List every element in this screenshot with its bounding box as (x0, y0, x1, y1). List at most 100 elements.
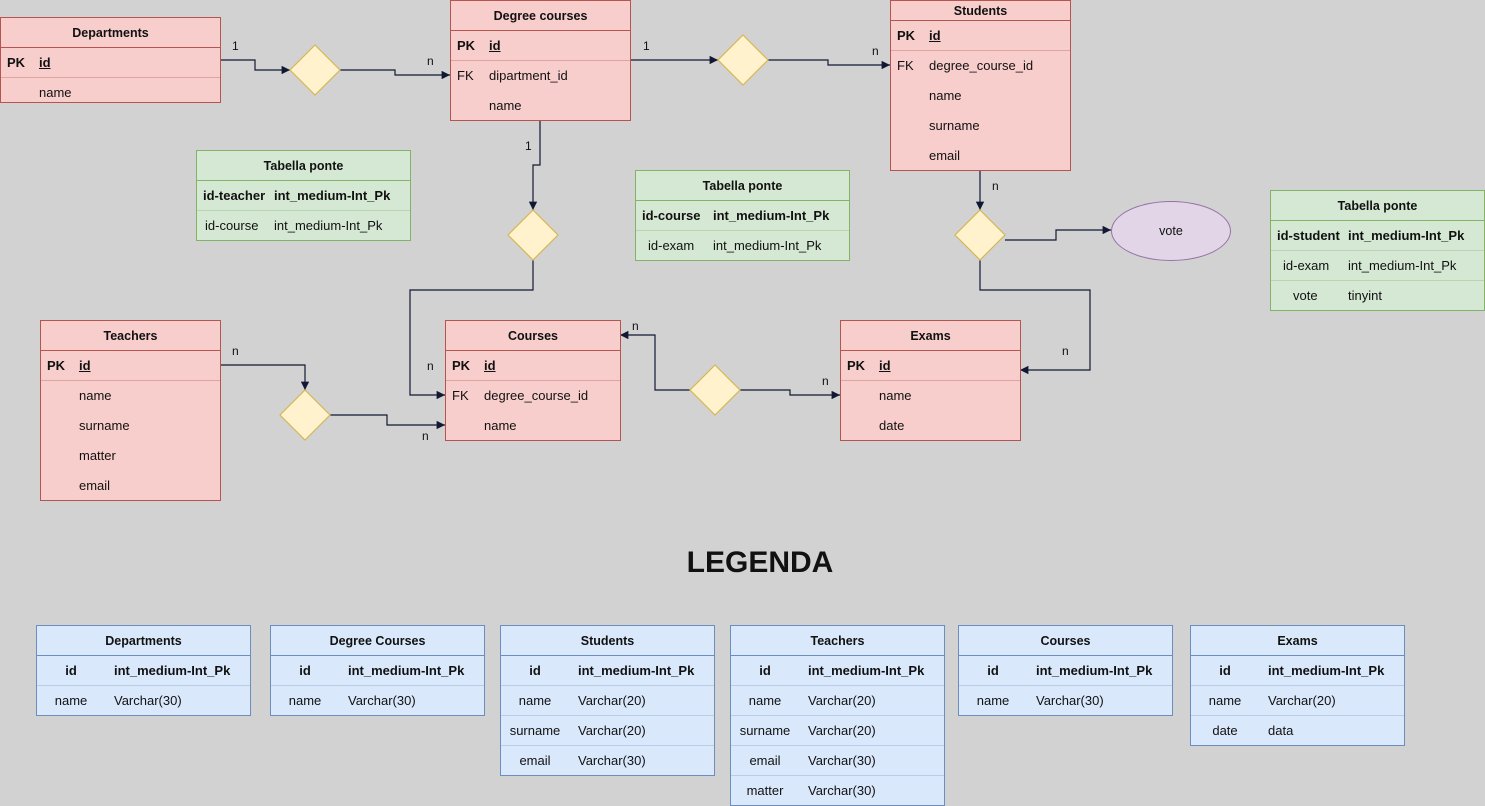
legend-field: name (54, 693, 88, 708)
legend-row: name Varchar(20) (731, 686, 944, 716)
legend-field: date (1212, 723, 1238, 738)
cardinality-label: n (992, 179, 999, 193)
field-name: name (489, 98, 522, 113)
pk-marker: PK (7, 55, 26, 70)
entity-title: Exams (841, 321, 1020, 351)
legend-table-title: Teachers (731, 626, 944, 656)
pk-marker: PK (452, 358, 471, 373)
vote-attribute-ellipse: vote (1111, 201, 1231, 261)
field-row: name (891, 81, 1070, 111)
legend-type: Varchar(20) (808, 723, 876, 738)
entity-degree-courses[interactable]: Degree courses PK id FK dipartment_id na… (450, 0, 631, 121)
legend-type: Varchar(30) (1036, 693, 1104, 708)
connector-rel-courses (409, 260, 534, 400)
legend-row: date data (1191, 716, 1404, 746)
field-id: id (929, 28, 941, 43)
fk-row: FK dipartment_id (451, 61, 630, 91)
field-name: name (879, 388, 912, 403)
relationship-diamond-students-exams (954, 209, 1006, 261)
cardinality-label: n (427, 54, 434, 68)
bridge-row: id-course int_medium-Int_Pk (636, 201, 849, 231)
connector-departments-rel (220, 59, 290, 75)
bridge-title: Tabella ponte (1271, 191, 1484, 221)
fk-row: FK degree_course_id (446, 381, 620, 411)
field-row: email (891, 141, 1070, 171)
legend-row: id int_medium-Int_Pk (1191, 656, 1404, 686)
field-surname: surname (929, 118, 980, 133)
legend-type: Varchar(30) (808, 753, 876, 768)
bridge-key: id-course (205, 218, 259, 233)
fk-marker: FK (897, 58, 914, 73)
legend-type: int_medium-Int_Pk (348, 663, 465, 678)
fk-marker: FK (457, 68, 474, 83)
bridge-key: id-teacher (203, 188, 266, 203)
bridge-row: id-course int_medium-Int_Pk (197, 211, 410, 241)
field-id: id (39, 55, 51, 70)
field-email: email (79, 478, 111, 493)
field-row: name (41, 381, 220, 411)
pk-marker: PK (47, 358, 66, 373)
legend-field: email (749, 753, 781, 768)
entity-title: Students (891, 1, 1070, 21)
field-id: id (879, 358, 891, 373)
entity-departments[interactable]: Departments PK id name (0, 17, 221, 103)
cardinality-label: n (822, 374, 829, 388)
entity-students[interactable]: Students PK id FK degree_course_id name … (890, 0, 1071, 171)
bridge-table-teacher-course[interactable]: Tabella ponte id-teacher int_medium-Int_… (196, 150, 411, 241)
field-date: date (879, 418, 905, 433)
legend-field: id (759, 663, 771, 678)
entity-courses[interactable]: Courses PK id FK degree_course_id name (445, 320, 621, 441)
legend-type: int_medium-Int_Pk (578, 663, 695, 678)
entity-title: Departments (1, 18, 220, 48)
field-name: name (79, 388, 112, 403)
legend-type: Varchar(20) (578, 693, 646, 708)
bridge-table-course-exam[interactable]: Tabella ponte id-course int_medium-Int_P… (635, 170, 850, 261)
entity-exams[interactable]: Exams PK id name date (840, 320, 1021, 441)
legend-type: data (1268, 723, 1294, 738)
legend-field: name (748, 693, 782, 708)
connector-degree-courses-rel-courses (528, 120, 541, 210)
connector-rel-exams-students (979, 260, 1091, 375)
legend-field: id (1219, 663, 1231, 678)
field-name: name (929, 88, 962, 103)
legend-field: id (987, 663, 999, 678)
relationship-diamond-degree-students (717, 34, 769, 86)
bridge-table-student-exam[interactable]: Tabella ponte id-student int_medium-Int_… (1270, 190, 1485, 311)
bridge-title: Tabella ponte (197, 151, 410, 181)
bridge-type: int_medium-Int_Pk (713, 208, 830, 223)
relationship-diamond-departments-degree (289, 44, 341, 96)
entity-title: Teachers (41, 321, 220, 351)
legend-field: name (1208, 693, 1242, 708)
bridge-row: id-exam int_medium-Int_Pk (636, 231, 849, 261)
field-row: name (1, 78, 220, 108)
cardinality-label: 1 (643, 39, 650, 53)
field-row: email (41, 471, 220, 501)
field-name: name (39, 85, 72, 100)
legend-table-title: Students (501, 626, 714, 656)
field-fk: degree_course_id (929, 58, 1034, 73)
bridge-type: int_medium-Int_Pk (1348, 258, 1457, 273)
legend-type: Varchar(20) (808, 693, 876, 708)
bridge-row: id-student int_medium-Int_Pk (1271, 221, 1484, 251)
bridge-row: id-teacher int_medium-Int_Pk (197, 181, 410, 211)
pk-marker: PK (897, 28, 916, 43)
field-row: surname (891, 111, 1070, 141)
legend-title: LEGENDA (686, 546, 834, 579)
entity-teachers[interactable]: Teachers PK id name surname matter email (40, 320, 221, 501)
legend-type: int_medium-Int_Pk (1268, 663, 1385, 678)
field-row: matter (41, 441, 220, 471)
